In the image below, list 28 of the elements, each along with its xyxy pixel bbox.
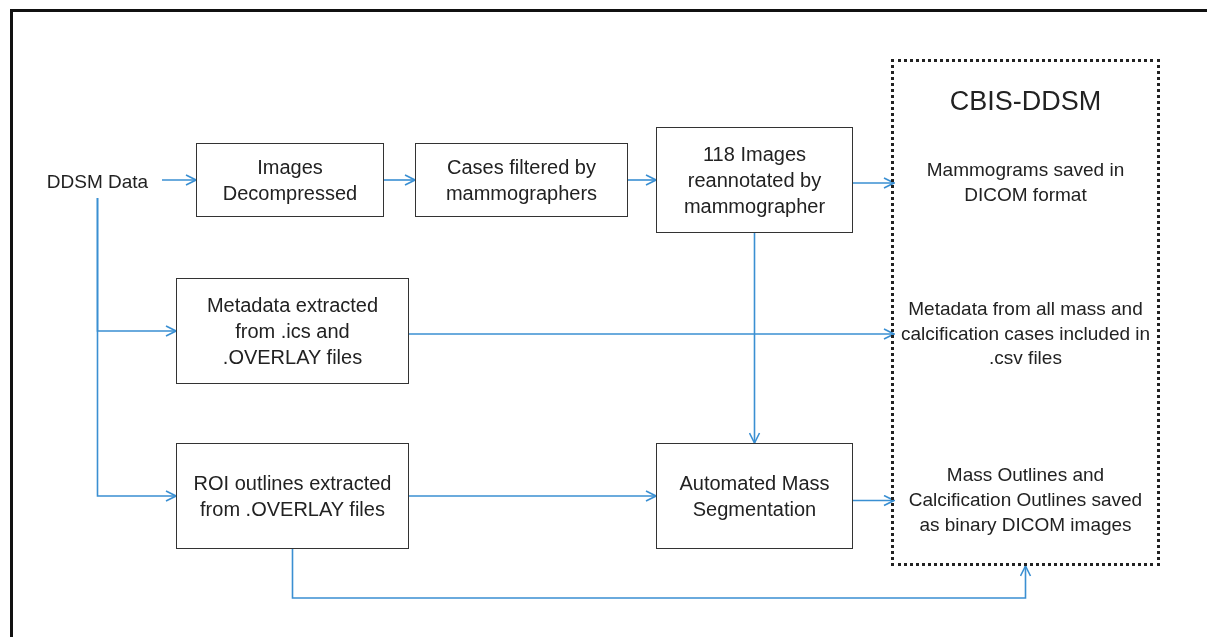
arrow [161,174,197,186]
arrow [383,174,416,186]
arrow [408,328,895,340]
node-text: Mass Outlines and Calcification Outlines saved as binary DICOM images [907,463,1144,537]
arrow [748,232,761,444]
node-text: DDSM Data [46,170,149,195]
box-label: Metadata extracted from .ics and .OVERLAY files [205,293,380,370]
box-label: Cases filtered by mammographers [444,155,599,206]
node-text: Mammograms saved in DICOM format [925,158,1126,207]
process-box [176,278,409,384]
arrow [627,174,657,186]
process-box [176,443,409,549]
dataset-container [891,59,1160,566]
arrow [408,490,657,502]
box-label: ROI outlines extracted from .OVERLAY files [192,471,393,522]
arrow [852,177,895,189]
process-box [415,143,628,217]
process-box [196,143,384,217]
node-text: Metadata from all mass and calcification cases included in .csv files [899,296,1152,371]
box-label: Automated Mass Segmentation [678,471,831,522]
arrow [852,494,895,507]
box-label: Images Decompressed [221,155,359,206]
container-title: CBIS-DDSM [949,85,1102,118]
arrow [96,197,177,502]
process-box [656,127,853,233]
arrow [291,548,1032,599]
process-box [656,443,853,549]
box-label: 118 Images reannotated by mammographer [682,142,827,219]
